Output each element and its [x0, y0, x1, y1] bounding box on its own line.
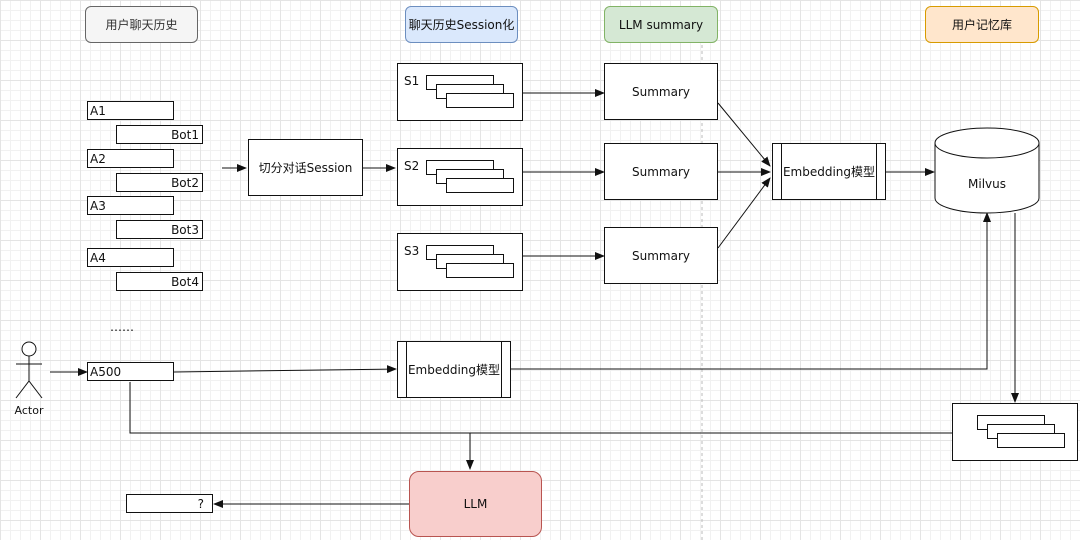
header-user-memory: 用户记忆库 [925, 6, 1039, 43]
arrow-summary1-to-embedding [717, 102, 771, 167]
session-box: S2 [397, 148, 523, 206]
arrow-query-to-embedding [173, 365, 397, 374]
llm-box: LLM [409, 471, 542, 537]
arrow-query-embedding-to-milvus [511, 212, 991, 370]
header-llm-summary: LLM summary [604, 6, 718, 43]
query-embedding-model-box: Embedding模型 [397, 341, 511, 398]
ellipsis-label: …… [110, 320, 134, 334]
message-user: A3 [87, 196, 174, 215]
milvus-label: Milvus [968, 177, 1006, 191]
retrieved-results-box [952, 403, 1078, 461]
session-box: S1 [397, 63, 523, 121]
message-user: A2 [87, 149, 174, 168]
query-message: A500 [87, 362, 174, 381]
message-bot: Bot3 [116, 220, 203, 239]
session-label: S3 [404, 244, 420, 258]
session-box: S3 [397, 233, 523, 291]
actor-figure-icon [15, 341, 43, 399]
line-query-to-bus [129, 382, 952, 434]
session-label: S2 [404, 159, 420, 173]
message-user: A1 [87, 101, 174, 120]
header-user-history: 用户聊天历史 [85, 6, 198, 43]
message-bot: Bot4 [116, 272, 203, 291]
output-answer-box: ? [126, 494, 213, 513]
header-sessionize: 聊天历史Session化 [405, 6, 518, 43]
arrow-summary3-to-embedding [717, 177, 771, 249]
message-stack-card [446, 93, 514, 108]
message-stack-card [997, 433, 1065, 448]
summary-box: Summary [604, 63, 718, 120]
summary-box: Summary [604, 227, 718, 284]
message-bot: Bot1 [116, 125, 203, 144]
embedding-model-box: Embedding模型 [772, 143, 886, 200]
session-label: S1 [404, 74, 420, 88]
message-stack-card [446, 178, 514, 193]
actor-label: Actor [14, 404, 44, 417]
split-session-box: 切分对话Session [248, 139, 363, 196]
message-stack-card [446, 263, 514, 278]
summary-box: Summary [604, 143, 718, 200]
message-bot: Bot2 [116, 173, 203, 192]
message-user: A4 [87, 248, 174, 267]
milvus-cylinder-icon [934, 127, 1040, 214]
